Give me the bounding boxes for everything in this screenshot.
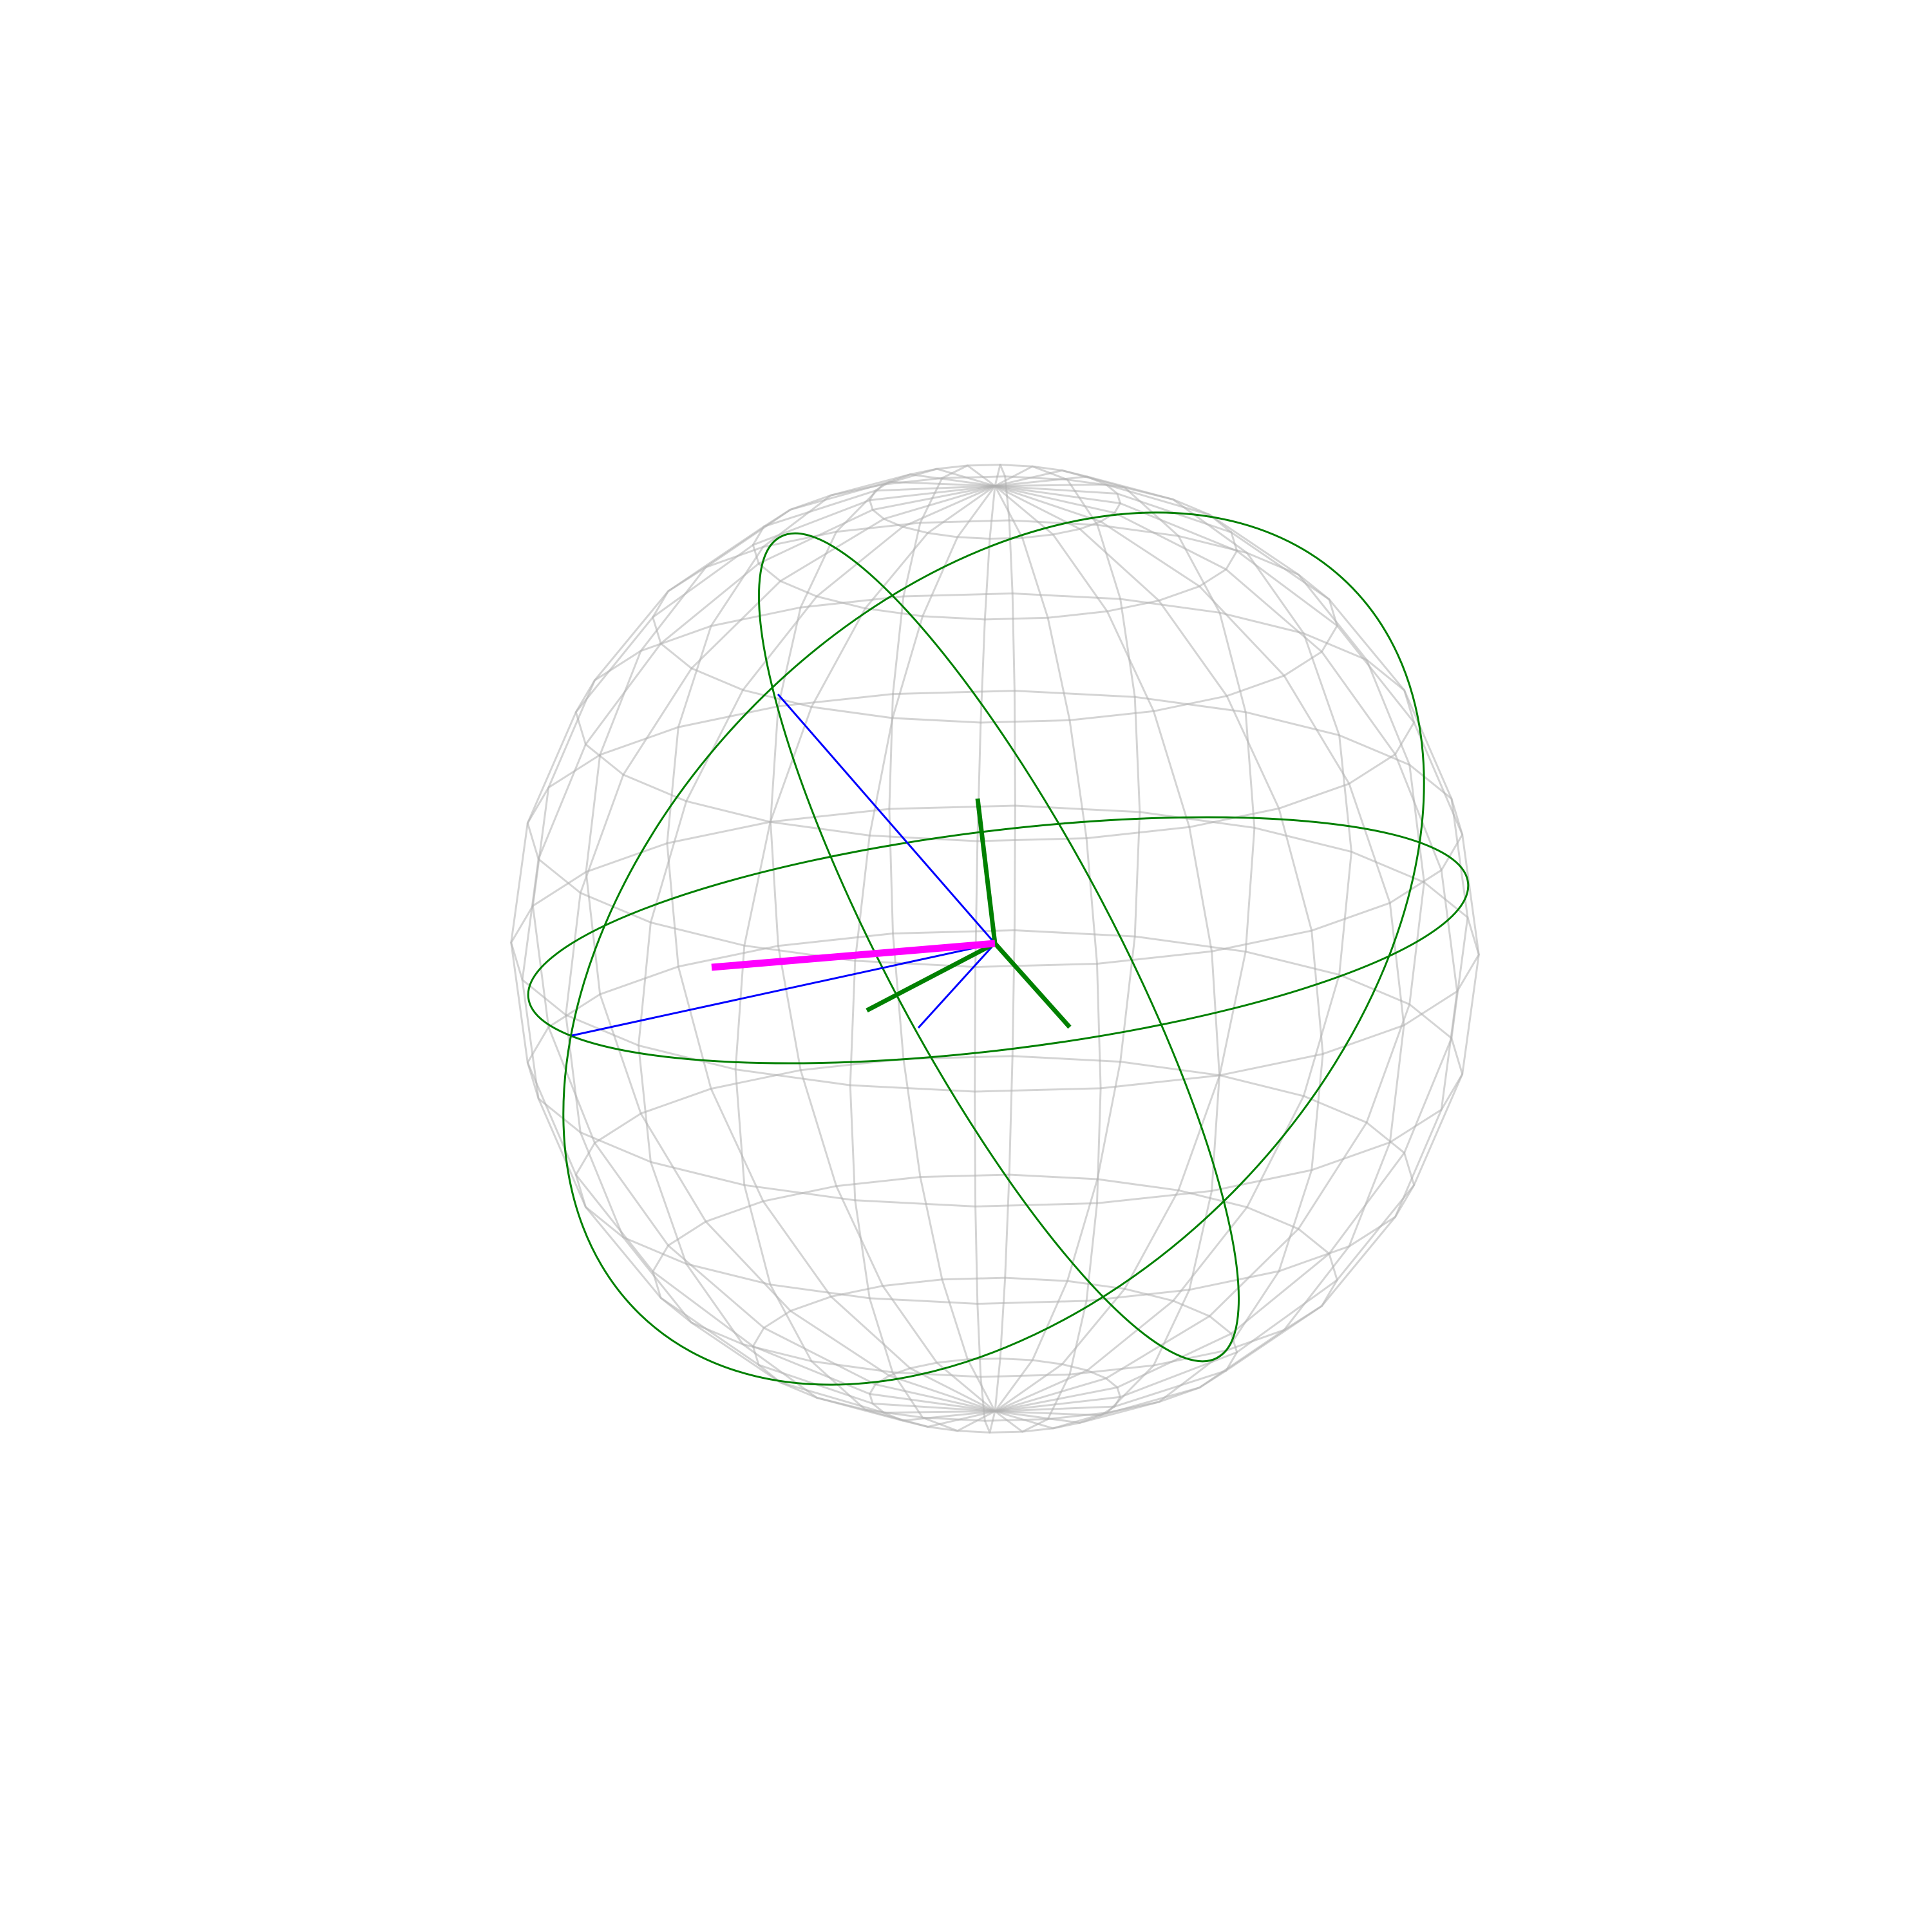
sphere-longitude-line-18 <box>974 485 996 1434</box>
axis-vectors <box>866 798 1072 1029</box>
sphere-longitude-line-21 <box>994 485 1324 1424</box>
sphere-longitude-line-2 <box>994 483 1425 1412</box>
highlight-vector <box>711 940 996 971</box>
sphere-longitude-line-5 <box>994 465 1141 1412</box>
sphere-longitude-line-12 <box>510 485 996 1412</box>
great-circle-2 <box>562 511 1425 1386</box>
axis-vector-up <box>975 798 998 944</box>
sphere-longitude-line-24 <box>994 485 1480 1412</box>
axis-vector-right <box>993 942 1072 1029</box>
sphere-longitude-line-10 <box>585 480 996 1412</box>
sphere-longitude-line-9 <box>666 473 996 1412</box>
sphere-longitude-line-22 <box>994 485 1405 1417</box>
sphere-longitude-line-15 <box>638 485 996 1422</box>
projection-line-1 <box>777 694 996 944</box>
sphere-longitude-line-4 <box>994 469 1256 1412</box>
sphere-longitude-line-6 <box>994 464 1016 1412</box>
sphere-longitude-line-23 <box>994 485 1459 1412</box>
sphere-longitude-line-1 <box>994 485 1469 1412</box>
great-circle-3 <box>757 532 1240 1363</box>
projection-lines <box>571 694 996 1037</box>
great-circle-1 <box>527 816 1470 1065</box>
sphere-longitude-line-3 <box>994 475 1352 1412</box>
axis-vector-left <box>866 941 996 1013</box>
projection-line-3 <box>917 942 996 1029</box>
sphere-wireframe <box>510 464 1480 1434</box>
projection-line-2 <box>571 942 996 1037</box>
sphere-longitude-line-14 <box>565 485 996 1414</box>
great-circles <box>527 511 1470 1386</box>
sphere-longitude-line-16 <box>734 485 996 1428</box>
sphere-longitude-line-17 <box>849 485 996 1432</box>
sphere-longitude-line-13 <box>521 485 996 1412</box>
